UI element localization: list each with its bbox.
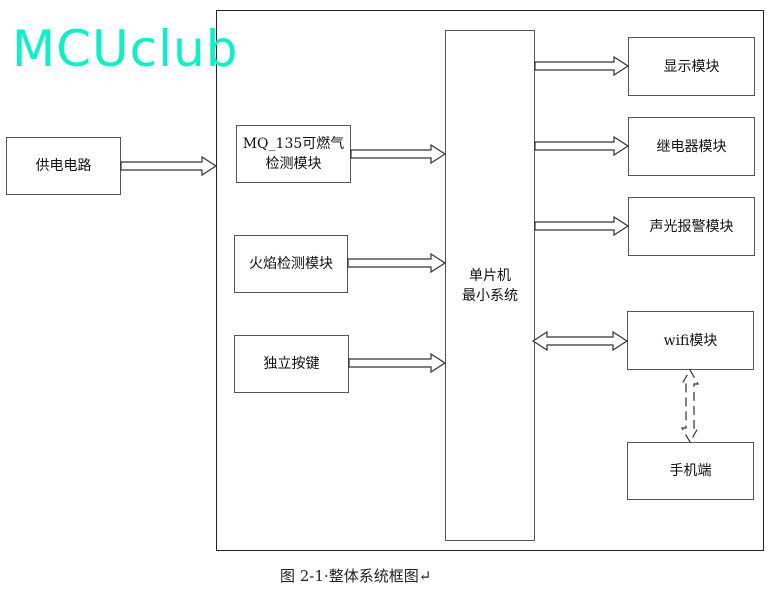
flame-arrow [347, 252, 447, 274]
relay-arrow [534, 135, 630, 157]
relay-block: 继电器模块 [628, 117, 755, 176]
mcu-label-1: 单片机 [469, 267, 511, 284]
watermark-logo: MCUclub [12, 20, 239, 78]
alarm-arrow [534, 215, 630, 237]
wifi-double-arrow [531, 330, 629, 352]
mcu-label-2: 最小系统 [462, 287, 518, 304]
alarm-block: 声光报警模块 [628, 197, 755, 256]
flame-block: 火焰检测模块 [234, 235, 348, 293]
wifi-block: wifi模块 [627, 311, 754, 370]
mcu-block: 单片机 最小系统 [445, 30, 535, 541]
mq135-block: MQ_135可燃气检测模块 [236, 125, 351, 183]
display-arrow [534, 55, 630, 77]
system-frame [216, 10, 764, 551]
power-block: 供电电路 [6, 137, 121, 195]
figure-caption: 图 2-1·整体系统框图↵ [280, 567, 432, 585]
phone-wireless-arrow [680, 368, 700, 444]
phone-block: 手机端 [627, 442, 754, 500]
display-block: 显示模块 [628, 37, 755, 96]
mq135-arrow [350, 143, 447, 165]
key-arrow [348, 352, 447, 374]
power-arrow [120, 155, 218, 177]
